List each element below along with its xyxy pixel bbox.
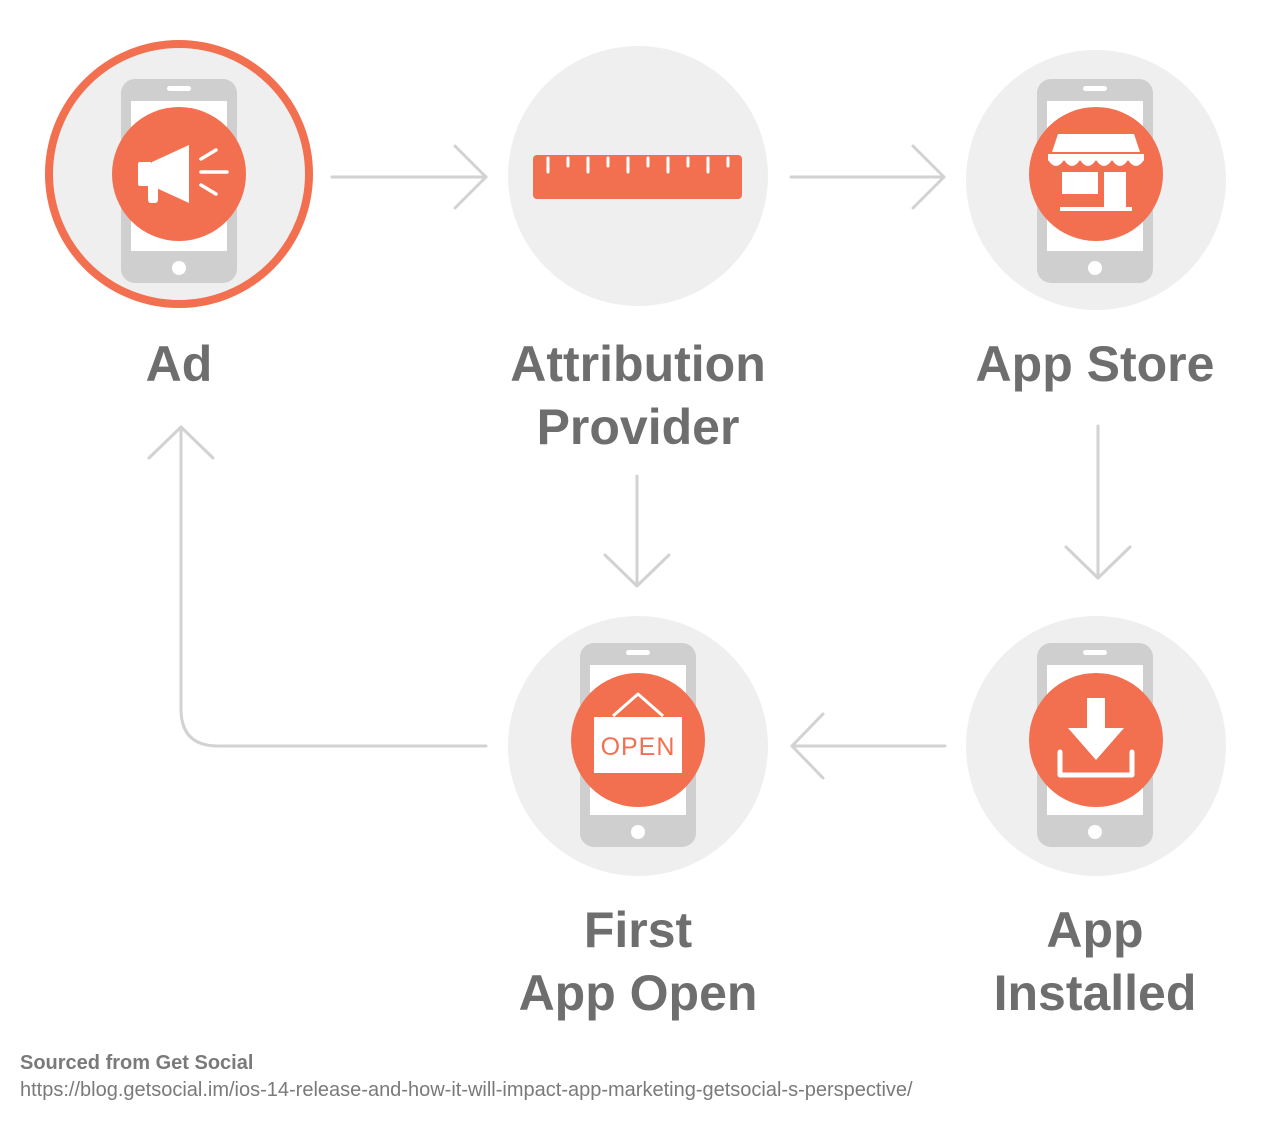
arrow-attribution-to-first-open: [603, 474, 671, 588]
arrow-ad-to-attribution: [330, 144, 488, 210]
label-app-installed: App Installed: [935, 899, 1255, 1025]
node-first-app-open: OPEN: [508, 616, 768, 876]
node-app-installed: [966, 616, 1226, 876]
label-attribution-line1: Attribution: [510, 336, 766, 392]
arrow-installed-to-first-open: [790, 712, 947, 780]
label-first-open-line2: App Open: [518, 965, 758, 1021]
label-attribution-provider: Attribution Provider: [458, 333, 818, 459]
node-attribution-provider: [508, 46, 768, 306]
label-installed-line1: App: [1046, 902, 1144, 958]
node-ad: [45, 40, 313, 308]
label-app-store-text: App Store: [975, 336, 1215, 392]
label-ad-text: Ad: [145, 336, 213, 392]
ad-highlight-ring: [45, 40, 313, 308]
open-sign-text: OPEN: [601, 733, 676, 761]
open-sign-icon: OPEN: [594, 692, 682, 773]
label-first-open-line1: First: [583, 902, 693, 958]
label-installed-line2: Installed: [993, 965, 1197, 1021]
label-first-app-open: First App Open: [478, 899, 798, 1025]
arrow-first-open-to-ad: [147, 425, 488, 748]
label-attribution-line2: Provider: [536, 399, 740, 455]
node-app-store: [966, 50, 1226, 310]
label-ad: Ad: [79, 333, 279, 396]
storefront-icon: [1048, 134, 1144, 211]
label-app-store: App Store: [935, 333, 1255, 396]
arrow-attribution-to-app-store: [789, 144, 946, 210]
download-icon: [1057, 698, 1135, 778]
megaphone-icon: [138, 145, 229, 203]
ruler-icon: [533, 155, 742, 199]
source-title: Sourced from Get Social: [20, 1052, 254, 1074]
source-url[interactable]: https://blog.getsocial.im/ios-14-release…: [20, 1079, 913, 1101]
arrow-app-store-to-installed: [1064, 424, 1132, 580]
